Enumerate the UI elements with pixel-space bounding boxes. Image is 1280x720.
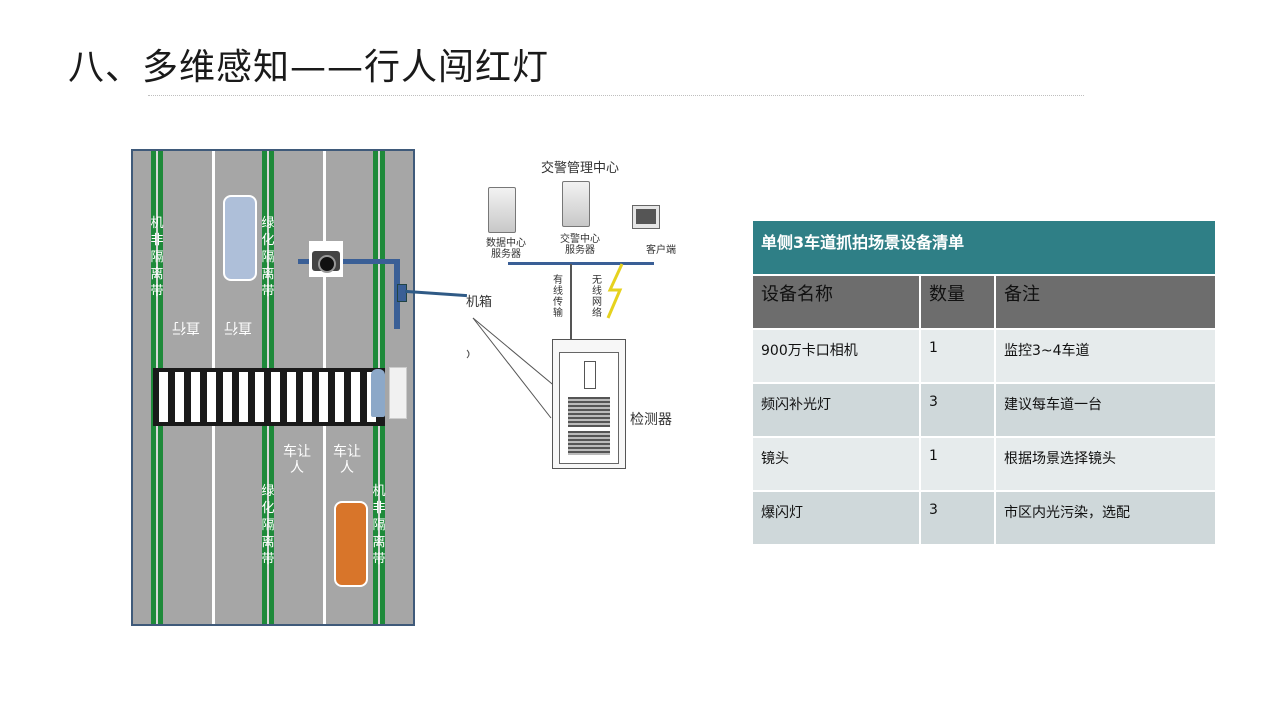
green-median-label-bottom: 绿化隔离带 bbox=[261, 484, 275, 567]
cell-qty: 3 bbox=[921, 384, 996, 438]
detector-label: 检测器 bbox=[630, 412, 672, 428]
cell-note: 建议每车道一台 bbox=[996, 384, 1215, 438]
center-title: 交警管理中心 bbox=[541, 161, 620, 176]
cell-note: 根据场景选择镜头 bbox=[996, 438, 1215, 492]
cell-name: 900万卡口相机 bbox=[753, 330, 921, 384]
data-server-label: 数据中心服务器 bbox=[486, 238, 526, 260]
bike-median-label-left: 机非隔离带 bbox=[150, 216, 164, 299]
car-icon bbox=[223, 195, 257, 281]
pedestrian-icon bbox=[371, 369, 385, 417]
police-server-icon bbox=[562, 181, 590, 227]
table-caption: 单侧3车道抓拍场景设备清单 bbox=[753, 221, 1215, 276]
client-label: 客户端 bbox=[646, 245, 676, 256]
wireless-label: 无线网络 bbox=[592, 275, 602, 319]
cell-qty: 1 bbox=[921, 330, 996, 384]
cell-note: 市区内光污染，选配 bbox=[996, 492, 1215, 546]
cell-qty: 1 bbox=[921, 438, 996, 492]
wired-label: 有线传输 bbox=[553, 275, 563, 319]
wireless-bolt-icon bbox=[606, 263, 624, 319]
network-bus bbox=[508, 262, 654, 265]
wired-link bbox=[570, 264, 572, 340]
cabinet-label: 机箱 bbox=[466, 295, 493, 310]
camera-icon bbox=[309, 241, 343, 277]
crosswalk bbox=[153, 368, 385, 426]
detector-cabinet bbox=[552, 339, 626, 469]
col-header-name: 设备名称 bbox=[753, 276, 921, 330]
police-server-label: 交警中心服务器 bbox=[560, 234, 600, 256]
col-header-qty: 数量 bbox=[921, 276, 996, 330]
connector-lines bbox=[466, 317, 558, 419]
yield-label: 车让人 bbox=[333, 444, 361, 476]
bike-median-label-right: 机非隔离带 bbox=[372, 484, 386, 567]
equipment-table: 单侧3车道抓拍场景设备清单 设备名称 数量 备注 900万卡口相机 1 监控3~… bbox=[753, 221, 1215, 546]
pedestrian-icon bbox=[389, 367, 407, 419]
yield-label: 车让人 bbox=[283, 444, 311, 476]
data-server-icon bbox=[488, 187, 516, 233]
lane-arrow-label: 直行 bbox=[224, 319, 252, 335]
camera-arm bbox=[298, 259, 398, 264]
col-header-note: 备注 bbox=[996, 276, 1215, 330]
slide-title: 八、多维感知——行人闯红灯 bbox=[68, 47, 550, 88]
cell-note: 监控3~4车道 bbox=[996, 330, 1215, 384]
table-row: 900万卡口相机 1 监控3~4车道 bbox=[753, 330, 1215, 384]
cell-qty: 3 bbox=[921, 492, 996, 546]
car-icon bbox=[334, 501, 368, 587]
lane-arrow-label: 直行 bbox=[172, 319, 200, 335]
table-row: 频闪补光灯 3 建议每车道一台 bbox=[753, 384, 1215, 438]
table-row: 镜头 1 根据场景选择镜头 bbox=[753, 438, 1215, 492]
cell-name: 频闪补光灯 bbox=[753, 384, 921, 438]
client-monitor-icon bbox=[632, 205, 660, 229]
table-header-row: 设备名称 数量 备注 bbox=[753, 276, 1215, 330]
cell-name: 镜头 bbox=[753, 438, 921, 492]
green-median-label-top: 绿化隔离带 bbox=[261, 216, 275, 299]
antenna-icon bbox=[584, 361, 596, 389]
road-diagram: 机非隔离带 绿化隔离带 绿化隔离带 机非隔离带 直行 直行 车让人 车让人 bbox=[131, 149, 415, 626]
cabinet-box-icon bbox=[397, 284, 407, 302]
cell-name: 爆闪灯 bbox=[753, 492, 921, 546]
title-divider bbox=[148, 95, 1084, 96]
table-row: 爆闪灯 3 市区内光污染，选配 bbox=[753, 492, 1215, 546]
